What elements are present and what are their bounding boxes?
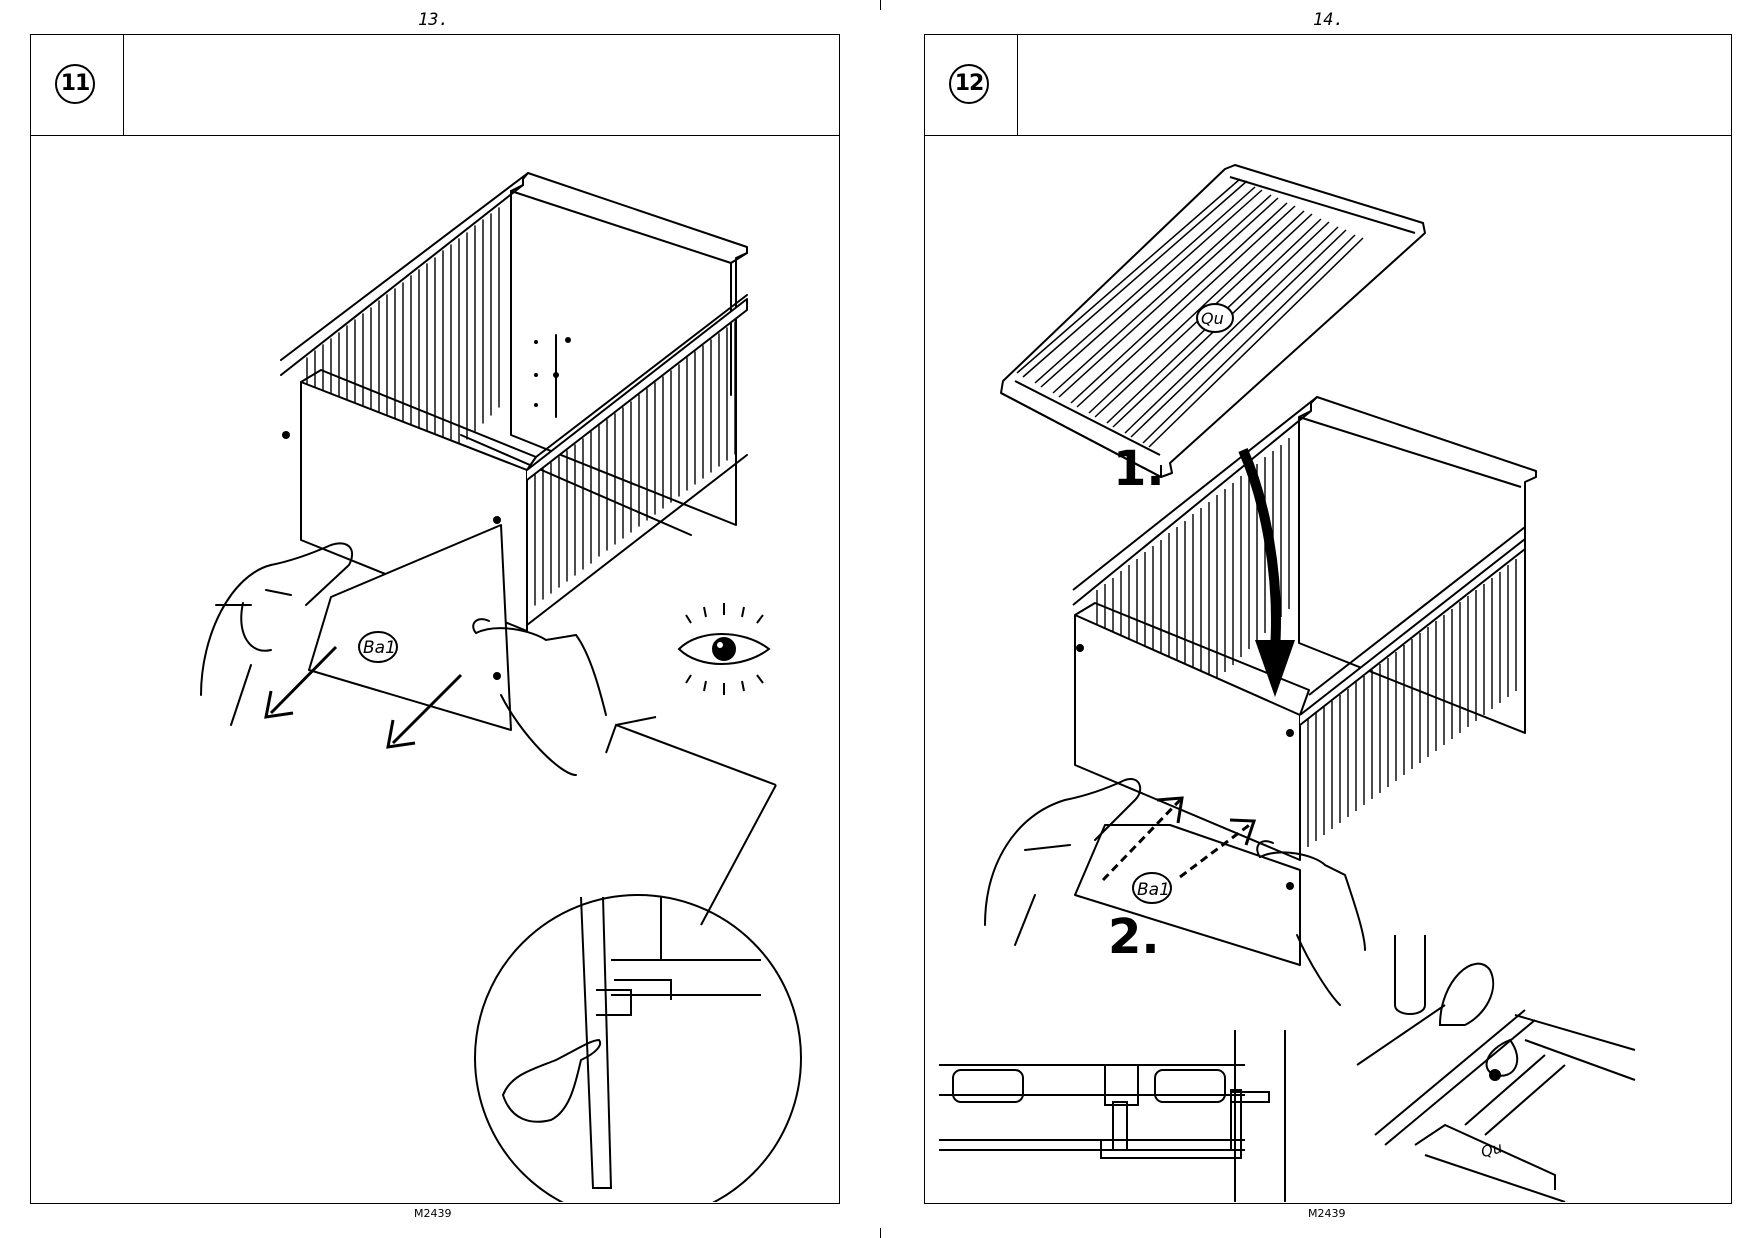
step-header: 12	[925, 35, 1731, 136]
view-direction-arrow	[606, 717, 776, 925]
step-panel-12: 12 Qu 1. 2.	[924, 34, 1732, 1204]
step-number-cell: 11	[31, 35, 124, 135]
step-header: 11	[31, 35, 839, 136]
eye-icon	[679, 603, 769, 695]
step-number-badge: 11	[55, 64, 95, 104]
corner-detail-right	[1357, 935, 1635, 1202]
step-11-illustration: Ba1	[31, 135, 838, 1202]
insert-arrow	[1243, 450, 1295, 697]
page-number-right: 14.	[1313, 10, 1344, 30]
fold-mark-bottom	[880, 1228, 881, 1238]
part-label-ba1: Ba1	[363, 638, 396, 658]
step-panel-11: 11	[30, 34, 840, 1204]
hardware-detail-left	[939, 1030, 1285, 1202]
detail-magnifier	[475, 895, 801, 1202]
pointing-hand-icon	[503, 1040, 600, 1122]
fold-mark-top	[880, 0, 881, 10]
part-label-ba1: Ba1	[1137, 880, 1170, 900]
doc-code-right: M2439	[1308, 1207, 1346, 1220]
step-number-badge: 12	[949, 64, 989, 104]
sequence-label-1: 1.	[1113, 441, 1165, 497]
slatted-base-label: Qu	[1201, 309, 1224, 328]
step-number-cell: 12	[925, 35, 1018, 135]
doc-code-left: M2439	[414, 1207, 452, 1220]
crib-front-side-slats	[535, 322, 735, 605]
step-12-illustration: Qu 1. 2.	[925, 135, 1730, 1202]
page-number-left: 13.	[418, 10, 449, 30]
